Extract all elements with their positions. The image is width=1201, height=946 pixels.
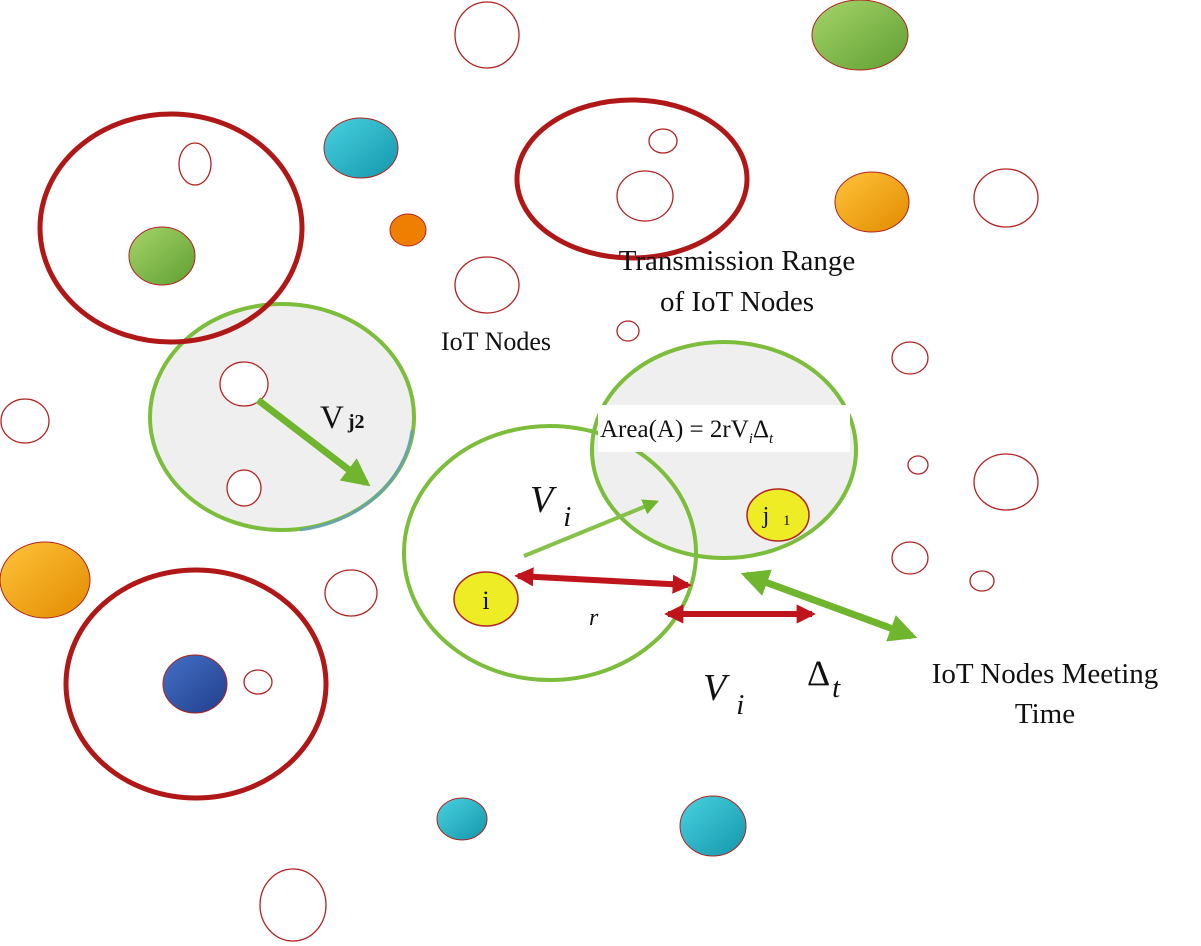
iot-node — [178, 142, 212, 186]
iot-node — [259, 868, 327, 942]
node-i — [453, 571, 519, 627]
iot-node — [891, 341, 929, 375]
transmission-range-label-1: Transmission Range — [619, 245, 856, 277]
meeting-time-label-1: IoT Nodes Meeting — [932, 658, 1159, 690]
transmission-range-top-left — [37, 111, 305, 345]
node-j1-subscript: 1 — [783, 513, 791, 529]
transmission-range-i — [402, 424, 698, 682]
iot-node — [616, 170, 674, 222]
iot-node — [907, 455, 929, 475]
orange-node — [834, 171, 910, 233]
area-formula: Area(A) = 2rViΔt — [600, 416, 774, 447]
iot-node — [969, 570, 995, 592]
meeting-time-arrow — [740, 569, 918, 642]
iot-node — [226, 469, 262, 507]
transmission-range-top-center — [514, 97, 750, 261]
radius-arrow — [514, 567, 692, 594]
green-node — [811, 0, 909, 71]
iot-node — [243, 669, 273, 695]
radius-label: r — [589, 605, 599, 631]
node-j1-label: j — [762, 503, 770, 529]
iot-node — [324, 569, 378, 617]
iot-node — [648, 128, 678, 154]
velocity-arrow-j2 — [255, 397, 371, 487]
node-j1 — [746, 488, 810, 542]
transmission-range-j2-shadow — [299, 429, 414, 532]
iot-node — [0, 398, 50, 444]
cyan-node — [679, 795, 747, 857]
iot-node — [454, 1, 520, 69]
colored-nodes — [0, 0, 910, 857]
green-node — [128, 226, 196, 286]
area-formula-box — [598, 405, 850, 452]
transmission-range-label-2: of IoT Nodes — [660, 286, 814, 318]
velocity-arrow-i — [523, 499, 659, 558]
iot-nodes-label: IoT Nodes — [441, 327, 551, 356]
iot-node — [973, 453, 1039, 511]
cyan-node — [436, 797, 488, 841]
iot-node — [973, 168, 1039, 228]
iot-node — [219, 361, 269, 407]
white-nodes — [0, 1, 1039, 942]
iot-node — [891, 541, 929, 575]
iot-node — [616, 320, 640, 342]
blue-node — [162, 654, 228, 714]
node-i-label: i — [482, 586, 489, 615]
meeting-time-label-2: Time — [1015, 698, 1075, 730]
cyan-node — [323, 117, 399, 179]
iot-node — [454, 256, 520, 314]
delta-t-label: Δt — [807, 653, 841, 704]
orange-node — [0, 541, 91, 619]
transmission-range-bottom-left — [63, 567, 329, 801]
small-orange-node — [389, 213, 427, 247]
